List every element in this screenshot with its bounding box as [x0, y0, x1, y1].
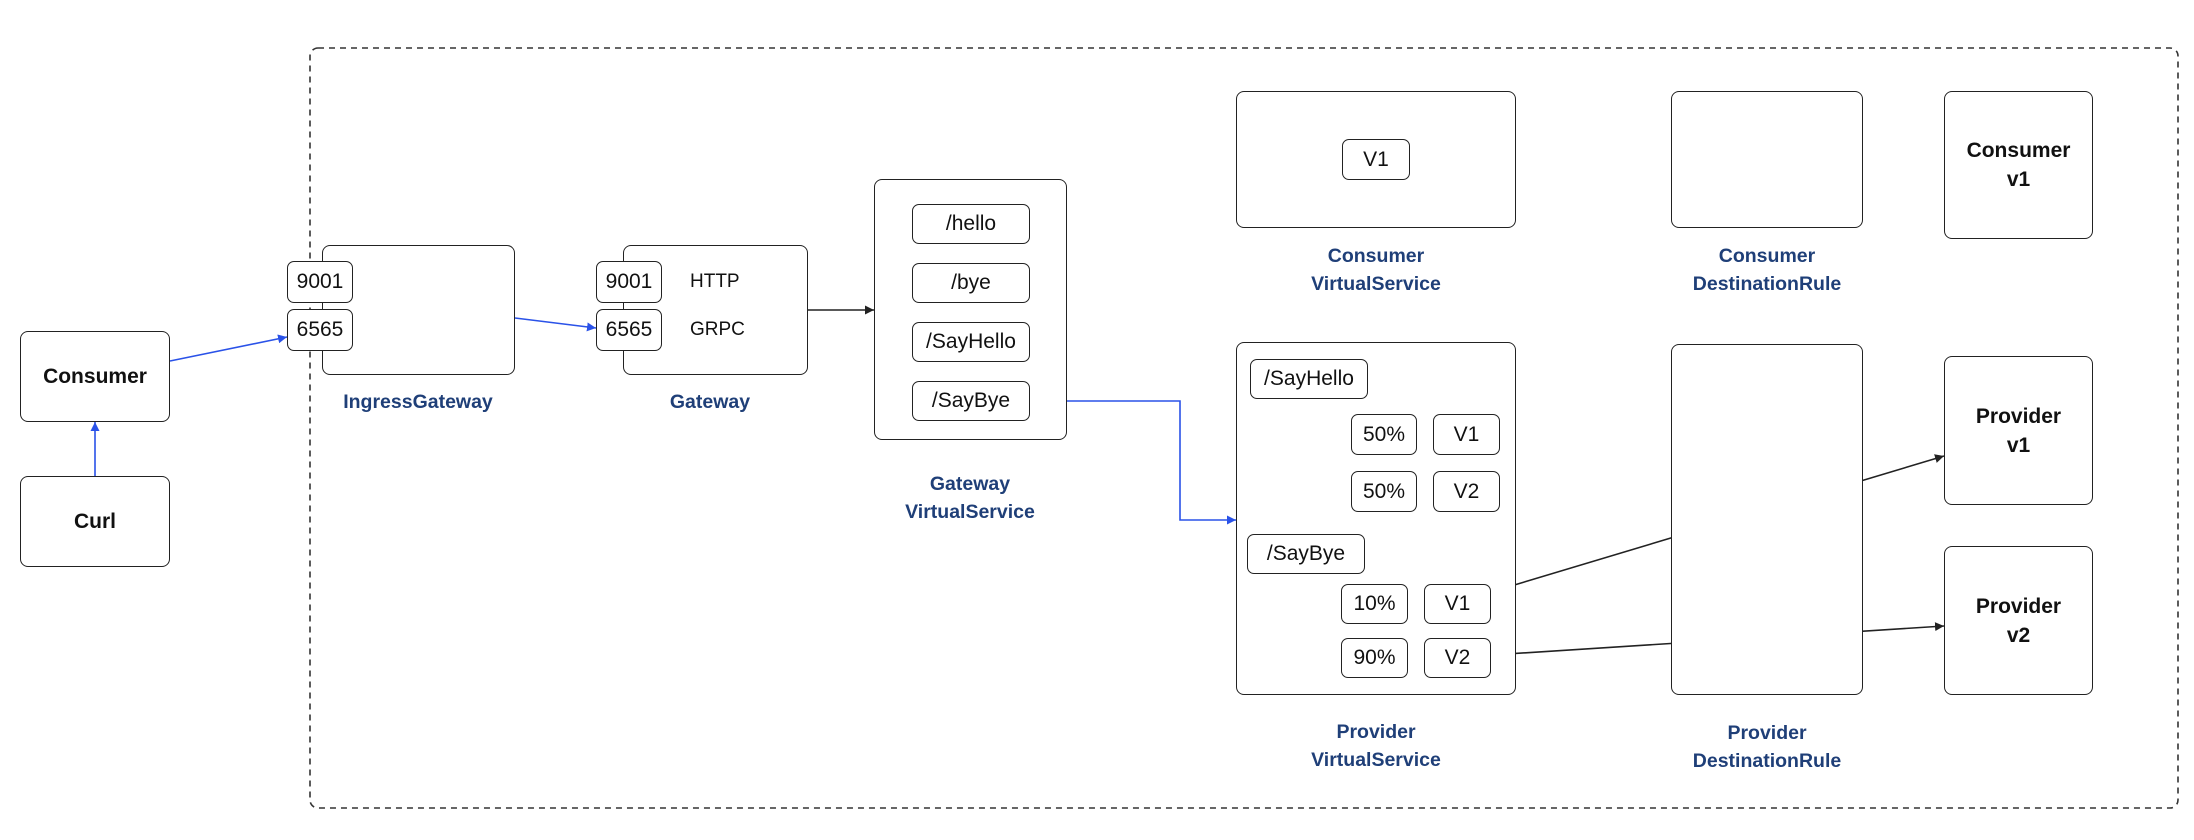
provider-v1-label-line2: v1	[2006, 433, 2031, 457]
route-bye-label: /bye	[951, 271, 991, 294]
gateway-port-9001-label: 9001	[605, 270, 653, 293]
ingress-to-gateway-arrow	[514, 317, 597, 332]
saybye-version-2: V2	[1424, 638, 1491, 678]
sayhello-version-2-label: V2	[1453, 479, 1480, 503]
saybye-version-2-label: V2	[1444, 646, 1471, 669]
consumer-vs-version-label: V1	[1363, 147, 1389, 171]
ingress-port-9001-label: 9001	[296, 270, 344, 293]
provider-vs-route-saybye: /SayBye	[1247, 534, 1365, 574]
ingress-port-6565: 6565	[287, 309, 353, 351]
consumer-virtualservice-caption-line1: Consumer	[1327, 245, 1425, 267]
provider-virtualservice-node	[1236, 342, 1516, 695]
consumer-vs-version-v1: V1	[1342, 139, 1410, 180]
provider-vs-route-sayhello-label: /SayHello	[1264, 367, 1354, 390]
gateway-virtualservice-caption: Gateway VirtualService	[870, 470, 1070, 526]
provider-virtualservice-caption-line2: VirtualService	[1311, 749, 1441, 771]
sayhello-version-2: V2	[1433, 471, 1500, 512]
gateway-port-9001: 9001	[596, 261, 662, 303]
consumer-destinationrule-caption-line2: DestinationRule	[1692, 273, 1842, 295]
consumer-destinationrule-caption-line1: Consumer	[1718, 245, 1816, 267]
saybye-to-provider-virtualservice-arrow	[1030, 400, 1236, 525]
ingress-port-9001: 9001	[287, 261, 353, 303]
curl-label: Curl	[74, 510, 116, 533]
saybye-weight-1: 10%	[1341, 584, 1408, 624]
ingress-gateway-caption-text: IngressGateway	[343, 391, 493, 413]
consumer-virtualservice-caption-line2: VirtualService	[1311, 273, 1441, 295]
provider-virtualservice-caption: Provider VirtualService	[1276, 718, 1476, 774]
sayhello-weight-2-label: 50%	[1362, 479, 1406, 503]
gateway-port-6565-label: 6565	[605, 318, 653, 341]
provider-destinationrule-node	[1671, 344, 1863, 695]
gateway-protocol-grpc: GRPC	[690, 319, 745, 340]
ingress-port-6565-label: 6565	[296, 318, 344, 341]
ingress-gateway-caption: IngressGateway	[318, 388, 518, 416]
consumer-v1-label-line2: v1	[2006, 168, 2031, 191]
gateway-port-6565: 6565	[596, 309, 662, 351]
route-bye: /bye	[912, 263, 1030, 303]
sayhello-weight-1-label: 50%	[1362, 422, 1406, 446]
provider-virtualservice-caption-line1: Provider	[1336, 721, 1416, 743]
route-sayhello-label: /SayHello	[926, 330, 1016, 353]
consumer-label: Consumer	[43, 365, 147, 388]
mesh-boundary	[309, 47, 2179, 809]
consumer-destinationrule-caption: Consumer DestinationRule	[1667, 242, 1867, 298]
route-hello: /hello	[912, 204, 1030, 244]
route-hello-label: /hello	[945, 212, 997, 235]
saybye-version-1: V1	[1424, 584, 1491, 624]
provider-vs-route-sayhello: /SayHello	[1250, 359, 1368, 399]
consumer-virtualservice-caption: Consumer VirtualService	[1276, 242, 1476, 298]
saybye-weight-1-label: 10%	[1353, 592, 1396, 615]
provider-destinationrule-caption-line1: Provider	[1727, 722, 1807, 744]
consumer-node: Consumer	[20, 331, 170, 422]
sayhello-weight-1: 50%	[1351, 414, 1417, 455]
saybye-weight-2-label: 90%	[1353, 646, 1396, 669]
consumer-v1-node: Consumer v1	[1944, 91, 2093, 239]
provider-v1-label-line1: Provider	[1975, 404, 2062, 428]
sayhello-version-1: V1	[1433, 414, 1500, 455]
gateway-node	[623, 245, 808, 375]
consumer-destinationrule-node	[1671, 91, 1863, 228]
provider-v1-node: Provider v1	[1944, 356, 2093, 505]
provider-vs-route-saybye-label: /SayBye	[1266, 542, 1346, 565]
provider-destinationrule-caption: Provider DestinationRule	[1667, 719, 1867, 775]
provider-destinationrule-caption-line2: DestinationRule	[1692, 750, 1842, 772]
route-saybye: /SayBye	[912, 381, 1030, 421]
sayhello-weight-2: 50%	[1351, 471, 1417, 512]
saybye-version-1-label: V1	[1444, 592, 1471, 615]
gateway-caption: Gateway	[610, 388, 810, 416]
sayhello-version-1-label: V1	[1453, 422, 1480, 446]
curl-node: Curl	[20, 476, 170, 567]
provider-v2-label-line2: v2	[2006, 623, 2031, 647]
gateway-virtualservice-caption-line1: Gateway	[929, 473, 1011, 495]
consumer-to-ingress-arrow	[169, 334, 288, 362]
gateway-protocol-http: HTTP	[690, 271, 740, 292]
saybye-weight-2: 90%	[1341, 638, 1408, 678]
gateway-virtualservice-caption-line2: VirtualService	[905, 501, 1035, 523]
route-sayhello: /SayHello	[912, 322, 1030, 362]
consumer-v1-label-line1: Consumer	[1966, 139, 2071, 162]
route-saybye-label: /SayBye	[931, 389, 1011, 412]
gateway-caption-text: Gateway	[669, 391, 751, 413]
provider-v2-label-line1: Provider	[1975, 594, 2062, 618]
provider-v2-node: Provider v2	[1944, 546, 2093, 695]
